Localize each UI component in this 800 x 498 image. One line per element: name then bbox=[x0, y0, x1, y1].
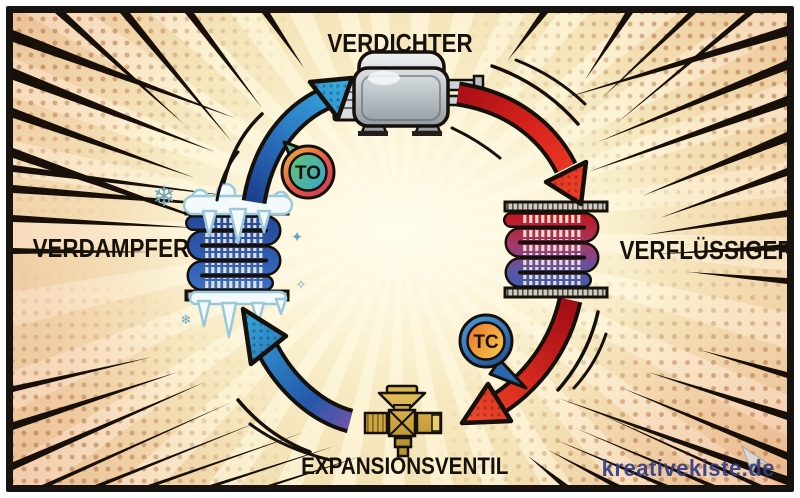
sparkle-small-icon: ✧ bbox=[296, 277, 307, 292]
label-expansion-valve: EXPANSIONSVENTIL bbox=[301, 453, 509, 480]
cycle-illustration-layer: ❄ ✦ ✧ ❄ bbox=[152, 50, 772, 476]
badge-condensing-temp: TC bbox=[458, 313, 528, 390]
arrow-cold-expansion bbox=[236, 306, 354, 462]
sparkle-icon: ✦ bbox=[291, 229, 304, 246]
condenser-coil-illustration bbox=[503, 200, 609, 299]
arrow-hot-liquid bbox=[459, 297, 608, 426]
compressor-illustration bbox=[332, 50, 485, 136]
label-evaporator: VERDAMPFER bbox=[32, 233, 190, 263]
badge-tc-label: TC bbox=[473, 332, 499, 353]
evaporator-coil-illustration: ❄ ✦ ✧ ❄ bbox=[152, 181, 307, 339]
watermark: kreativekiste.de bbox=[601, 455, 776, 481]
ice-bottom bbox=[188, 290, 288, 339]
panel-frame: ❄ ✦ ✧ ❄ bbox=[6, 6, 794, 492]
snowflake-icon: ❄ bbox=[152, 181, 175, 212]
snowflake-small-icon: ❄ bbox=[181, 312, 192, 327]
arrow-hot-discharge bbox=[450, 58, 589, 207]
speed-lines-layer bbox=[13, 13, 787, 485]
arrow-cold-suction bbox=[215, 75, 355, 205]
label-condenser: VERFLÜSSIGER bbox=[619, 235, 794, 265]
cursor-icon bbox=[741, 444, 772, 476]
label-compressor: VERDICHTER bbox=[327, 28, 473, 58]
expansion-valve-illustration bbox=[363, 384, 443, 458]
badge-to-label: TO bbox=[295, 163, 321, 184]
badge-evaporating-temp: TO bbox=[280, 140, 336, 200]
